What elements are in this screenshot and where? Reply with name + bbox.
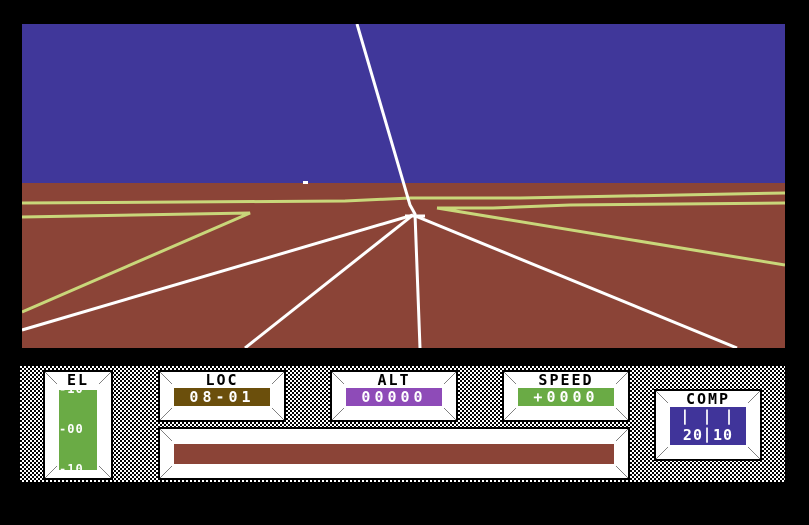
el-bottom: -10	[59, 462, 84, 470]
alt-value: 00000	[346, 388, 442, 406]
compass-display: COMP | | | | 20 10	[654, 389, 762, 461]
elevation-gauge: EL -10 -00 -10	[43, 370, 113, 480]
instrument-panel: EL -10 -00 -10 LOC 08-01 ALT 00000 SPEED…	[20, 366, 785, 482]
location-display: LOC 08-01	[158, 370, 286, 422]
ridge-lines	[22, 191, 785, 314]
drill-lines	[22, 24, 738, 348]
comp-label: COMP	[685, 390, 731, 408]
loc-label: LOC	[205, 371, 239, 389]
3d-viewport[interactable]	[22, 24, 785, 348]
comp-scale: | | | | 20 10	[670, 407, 746, 445]
el-mid: -00	[59, 422, 84, 436]
altitude-display: ALT 00000	[330, 370, 458, 422]
message-text	[174, 444, 614, 464]
comp-value: 20 10	[682, 426, 734, 444]
speed-value: +0000	[518, 388, 614, 406]
ground	[22, 183, 785, 348]
comp-ticks: | | | |	[680, 407, 736, 443]
el-scale: -10 -00 -10	[59, 390, 97, 470]
speed-display: SPEED +0000	[502, 370, 630, 422]
el-label: EL	[66, 371, 90, 389]
message-bar	[158, 427, 630, 480]
el-top: -10	[59, 390, 84, 398]
speed-label: SPEED	[538, 371, 594, 389]
alt-label: ALT	[377, 371, 411, 389]
sky	[22, 24, 785, 184]
loc-value: 08-01	[174, 388, 270, 406]
